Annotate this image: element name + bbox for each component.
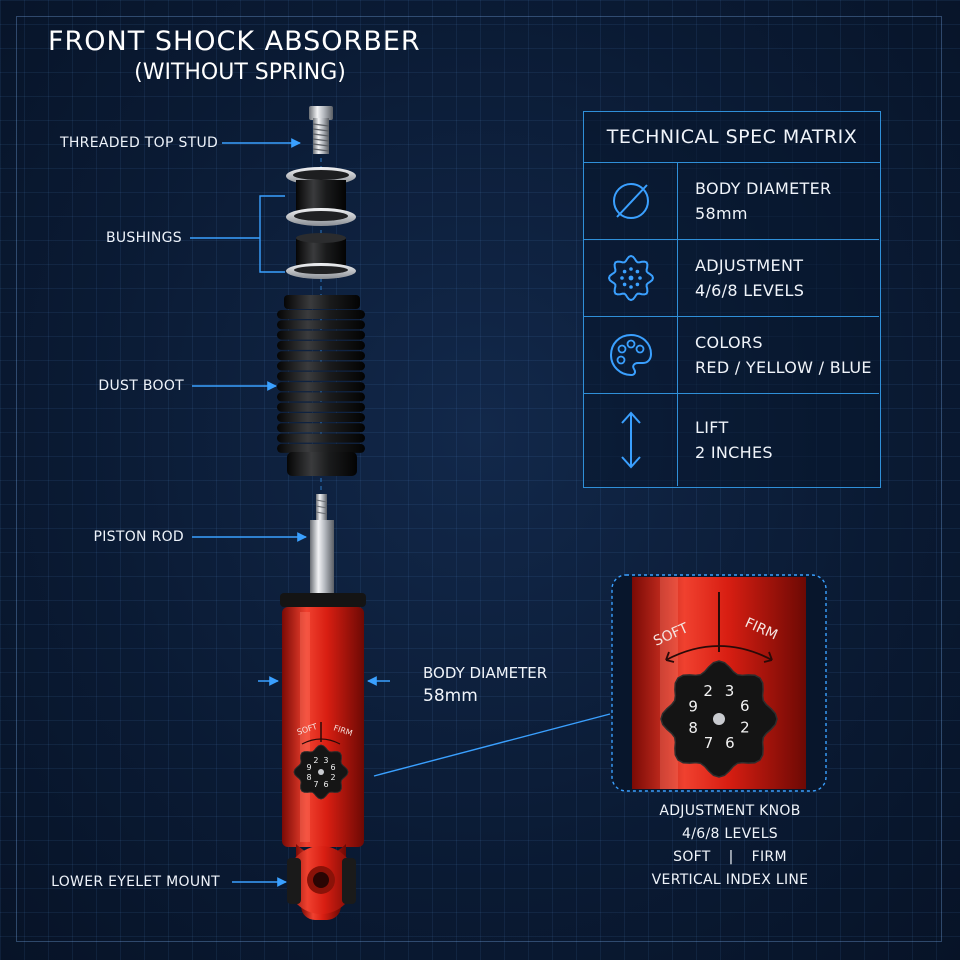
spec-value: RED / YELLOW / BLUE	[695, 358, 872, 377]
body-diameter-callout: BODY DIAMETER 58mm	[423, 662, 547, 708]
knob-number: 2	[740, 719, 750, 737]
callout-piston-rod: PISTON ROD	[93, 529, 184, 545]
dust-boot	[277, 295, 365, 476]
knob-number: 6	[330, 763, 335, 772]
knob-number: 9	[688, 698, 698, 716]
callout-lower-eyelet-mount: LOWER EYELET MOUNT	[51, 874, 220, 890]
page-title: FRONT SHOCK ABSORBER	[48, 26, 421, 57]
knob-caption-separator: |	[728, 849, 734, 865]
knob-number: 3	[323, 756, 328, 765]
technical-spec-matrix: TECHNICAL SPEC MATRIX BODY DIAMETER 58mm…	[583, 111, 881, 488]
vertical-arrow-icon	[584, 394, 678, 486]
spec-row-lift: LIFT 2 INCHES	[584, 394, 879, 486]
bellows-fold	[277, 320, 365, 330]
bellows-fold	[277, 402, 365, 412]
knob-number: 7	[314, 780, 319, 789]
spec-value: 58mm	[695, 203, 748, 223]
blueprint-frame	[16, 16, 942, 942]
spec-row-body-diameter: BODY DIAMETER 58mm	[584, 162, 879, 240]
knob-number: 9	[306, 763, 311, 772]
knob-number: 8	[306, 773, 311, 782]
bellows-fold	[277, 392, 365, 402]
knob-number: 2	[330, 773, 335, 782]
palette-icon	[584, 317, 678, 393]
leader-knob-detail	[373, 713, 611, 777]
adjustment-dial-icon	[584, 240, 678, 316]
threaded-top-stud	[309, 106, 333, 154]
bellows-fold	[277, 382, 365, 392]
bellows-fold	[277, 413, 365, 422]
knob-caption-firm: FIRM	[751, 849, 787, 865]
spec-row-adjustment: ADJUSTMENT 4/6/8 LEVELS	[584, 240, 879, 317]
callout-bushings: BUSHINGS	[105, 230, 182, 246]
knob-caption-soft-firm: SOFT | FIRM	[612, 846, 848, 869]
knob-caption-title: ADJUSTMENT KNOB	[659, 803, 801, 819]
bellows-fold	[277, 423, 365, 433]
bellows-fold	[277, 443, 365, 453]
knob-number: 6	[740, 697, 750, 715]
knob-detail-caption: ADJUSTMENT KNOB 4/6/8 LEVELS SOFT | FIRM…	[612, 800, 848, 892]
bellows-fold	[277, 361, 365, 371]
body-diameter-label: BODY DIAMETER	[423, 664, 548, 682]
spec-value: 2 INCHES	[695, 443, 773, 462]
page-subtitle: (WITHOUT SPRING)	[134, 60, 346, 85]
callout-threaded-top-stud: THREADED TOP STUD	[60, 135, 219, 151]
spec-label: COLORS	[695, 333, 763, 352]
knob-number: 7	[704, 734, 714, 752]
knob-number: 2	[313, 756, 318, 765]
bellows-fold	[277, 330, 365, 340]
spec-row-colors: COLORS RED / YELLOW / BLUE	[584, 317, 879, 394]
knob-number: 3	[725, 682, 735, 700]
knob-caption-soft: SOFT	[673, 849, 711, 865]
diameter-icon	[584, 162, 678, 239]
knob-number: 6	[324, 780, 329, 789]
bellows-fold	[277, 351, 365, 361]
spec-label: LIFT	[695, 418, 729, 437]
knob-number: 2	[703, 682, 713, 700]
body-diameter-value: 58mm	[423, 686, 478, 706]
knob-number: 8	[688, 719, 698, 737]
spec-label: ADJUSTMENT	[695, 256, 804, 275]
bushings	[286, 167, 356, 279]
knob-number: 6	[725, 734, 735, 752]
callout-dust-boot: DUST BOOT	[98, 378, 184, 394]
lower-eyelet-mount	[287, 846, 356, 920]
knob-caption-levels: 4/6/8 LEVELS	[682, 826, 778, 842]
bellows-fold	[277, 433, 365, 443]
bellows-fold	[277, 310, 365, 319]
spec-label: BODY DIAMETER	[695, 178, 832, 198]
piston-rod	[310, 494, 334, 596]
bushings-bracket	[259, 195, 285, 273]
spec-value: 4/6/8 LEVELS	[695, 281, 805, 300]
bellows-fold	[277, 371, 365, 381]
knob-caption-index-line: VERTICAL INDEX LINE	[651, 872, 809, 888]
shock-body: SOFT FIRM	[280, 593, 366, 875]
spec-matrix-title: TECHNICAL SPEC MATRIX	[584, 112, 880, 163]
bellows-fold	[277, 340, 365, 350]
